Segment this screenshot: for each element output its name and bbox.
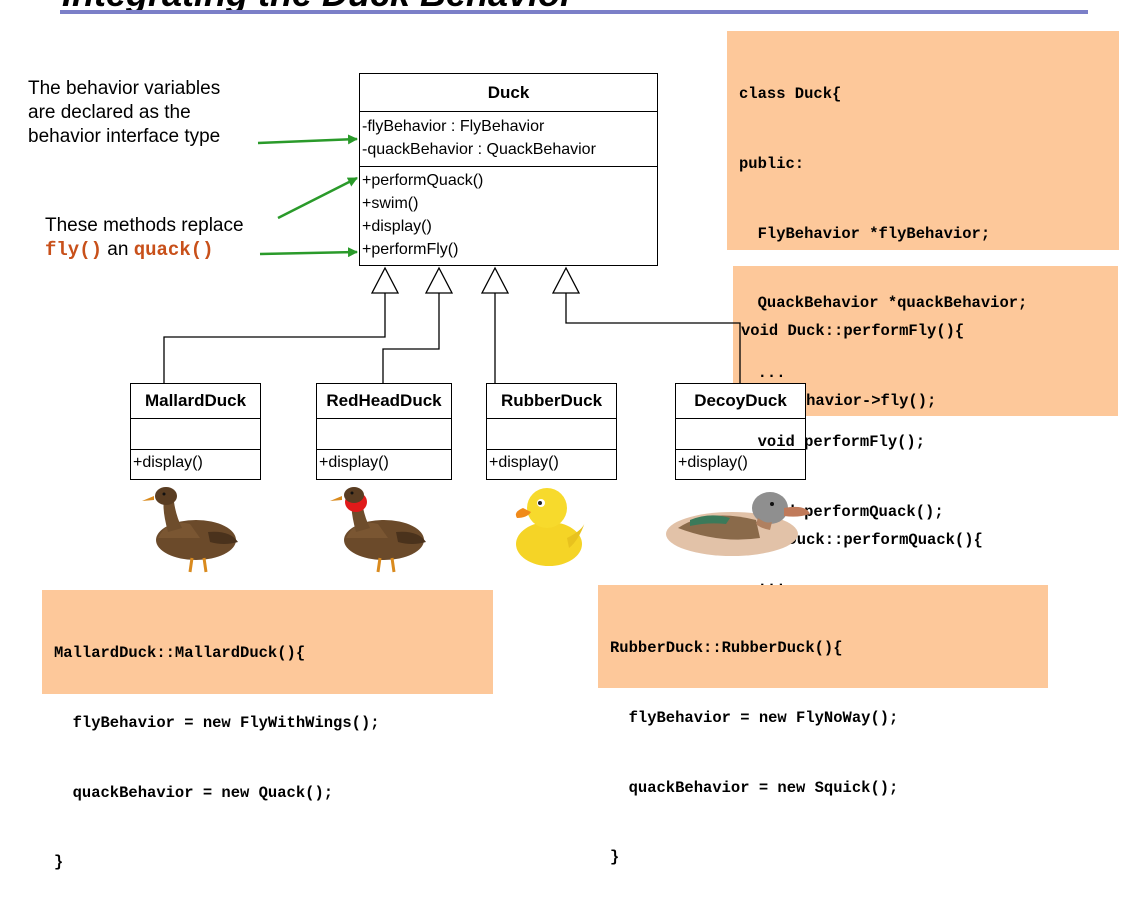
note-line: behavior interface type <box>28 126 221 147</box>
class-name: RedHeadDuck <box>317 384 451 419</box>
decoy-duck-class-box: DecoyDuck +display() <box>675 383 806 480</box>
mallard-duck-image <box>142 487 238 573</box>
mallard-constructor-code: MallardDuck::MallardDuck(){ flyBehavior … <box>42 590 493 871</box>
code-line: MallardDuck::MallardDuck(){ <box>54 644 306 663</box>
attribute-row: -flyBehavior : FlyBehavior <box>362 118 545 135</box>
rubber-constructor-code: RubberDuck::RubberDuck(){ flyBehavior = … <box>598 585 1048 866</box>
class-attributes <box>131 419 260 450</box>
class-name: Duck <box>360 74 657 112</box>
arrow-to-operations-lower <box>259 247 358 258</box>
title-rule <box>60 10 1088 14</box>
code-line: quackBehavior = new Squick(); <box>610 778 899 797</box>
operation-row: +performQuack() <box>362 172 484 189</box>
arrow-to-operations-upper <box>277 176 358 220</box>
class-name: MallardDuck <box>131 384 260 419</box>
inherit-triangle-1 <box>370 266 400 294</box>
class-attributes: -flyBehavior : FlyBehavior -quackBehavio… <box>360 112 657 167</box>
code-line: FlyBehavior *flyBehavior; <box>739 224 991 243</box>
note-line: are declared as the <box>28 102 191 123</box>
redhead-duck-class-box: RedHeadDuck +display() <box>316 383 452 480</box>
note-line: fly() an quack() <box>45 238 244 262</box>
code-line: public: <box>739 155 805 173</box>
rubber-duck-image <box>515 488 585 566</box>
code-line: } <box>54 853 64 872</box>
duck-class-code: class Duck{ public: FlyBehavior *flyBeha… <box>727 31 1119 660</box>
rubber-duck-class-box: RubberDuck +display() <box>486 383 617 480</box>
inherit-triangle-2 <box>424 266 454 294</box>
attribute-row: -quackBehavior : QuackBehavior <box>362 141 596 158</box>
operation-row: +swim() <box>362 195 419 212</box>
code-line: quackBehavior = new Quack(); <box>54 783 334 802</box>
class-operations: +display() <box>489 454 559 471</box>
class-operations: +display() <box>678 454 748 471</box>
class-attributes <box>317 419 451 450</box>
class-operations: +performQuack() +swim() +display() +perf… <box>360 167 657 261</box>
inherit-line-redhead <box>382 293 440 383</box>
class-name: DecoyDuck <box>676 384 805 419</box>
code-line: RubberDuck::RubberDuck(){ <box>610 639 843 658</box>
behavior-variables-note: The behavior variables are declared as t… <box>28 77 220 149</box>
fly-keyword: fly() <box>45 239 103 261</box>
inherit-line-mallard <box>163 293 386 383</box>
arrow-to-attributes <box>257 134 358 145</box>
code-line: ... <box>739 363 786 382</box>
inherit-triangle-3 <box>480 266 510 294</box>
note-line: The behavior variables <box>28 78 221 99</box>
operation-row: +performFly() <box>362 241 459 258</box>
class-operations: +display() <box>319 454 389 471</box>
code-line: class Duck{ <box>739 85 842 104</box>
quack-keyword: quack() <box>133 239 214 261</box>
class-operations: +display() <box>133 454 203 471</box>
code-line: } <box>610 848 620 867</box>
code-line: flyBehavior = new FlyNoWay(); <box>610 709 899 727</box>
note-line: These methods replace <box>45 215 244 236</box>
mallard-duck-class-box: MallardDuck +display() <box>130 383 261 480</box>
redhead-duck-image <box>330 487 426 573</box>
class-attributes <box>487 419 616 450</box>
duck-class-box: Duck -flyBehavior : FlyBehavior -quackBe… <box>359 73 658 266</box>
class-attributes <box>676 419 805 450</box>
diagram-connectors <box>163 134 741 383</box>
decoy-duck-image <box>666 492 810 556</box>
code-line: QuackBehavior *quackBehavior; <box>739 294 1028 313</box>
code-line: void performFly(); <box>739 433 926 452</box>
operation-row: +display() <box>362 218 432 235</box>
class-name: RubberDuck <box>487 384 616 419</box>
methods-replace-note: These methods replace fly() an quack() <box>45 214 244 262</box>
code-line: flyBehavior = new FlyWithWings(); <box>54 714 380 732</box>
inherit-triangle-4 <box>551 266 581 294</box>
inherit-line-decoy <box>565 293 741 383</box>
and-text: an <box>102 239 134 260</box>
